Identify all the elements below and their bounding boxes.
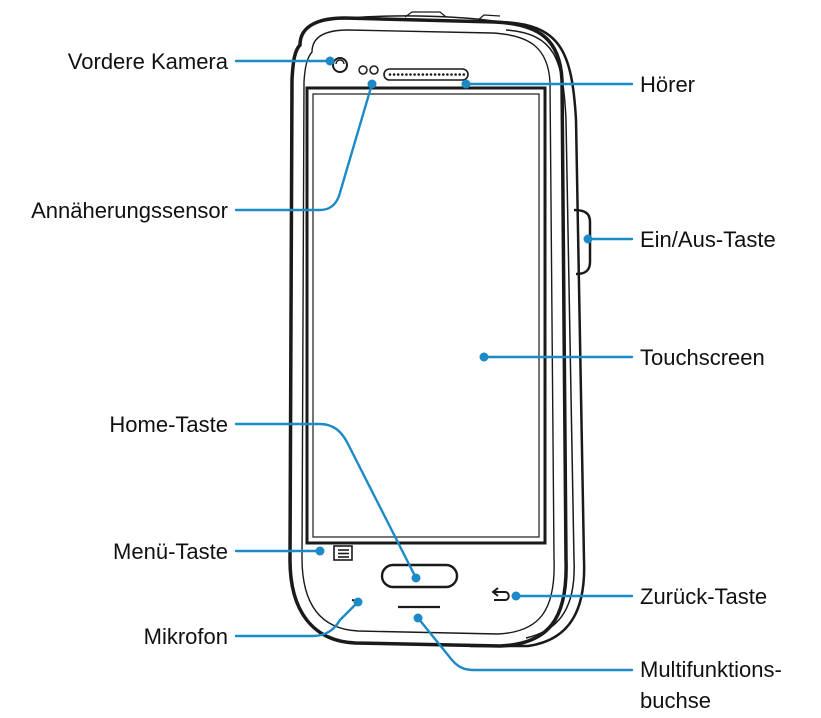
proximity-sensor-left bbox=[358, 65, 368, 75]
phone-top-slot-left bbox=[404, 11, 447, 18]
grille-hole bbox=[446, 73, 449, 76]
phone-front-outline bbox=[288, 16, 568, 648]
label-home-key: Home-Taste bbox=[109, 412, 228, 437]
grille-hole bbox=[462, 73, 466, 76]
phone-bezel-inner bbox=[301, 29, 555, 635]
grille-hole bbox=[429, 73, 433, 76]
leader-dot-back-key bbox=[511, 591, 521, 601]
grille-hole bbox=[409, 73, 412, 76]
leader-dot-front-camera bbox=[325, 56, 335, 66]
label-multipurpose-jack-line1: Multifunktions- bbox=[640, 657, 782, 682]
grille-hole bbox=[417, 73, 421, 76]
grille-hole bbox=[442, 73, 445, 76]
phone-side-edge bbox=[470, 20, 586, 648]
home-key-shape bbox=[380, 563, 459, 589]
grille-hole bbox=[405, 73, 408, 76]
grille-hole bbox=[392, 73, 396, 76]
leader-dot-touchscreen bbox=[479, 352, 489, 362]
grille-hole bbox=[433, 73, 437, 76]
label-proximity-sensor: Annäherungssensor bbox=[31, 198, 228, 223]
phone-body bbox=[288, 11, 592, 648]
back-arrow-icon bbox=[491, 587, 510, 601]
front-camera-glint bbox=[335, 59, 345, 65]
label-microphone: Mikrofon bbox=[144, 624, 228, 649]
label-menu-key: Menü-Taste bbox=[113, 539, 228, 564]
grille-hole bbox=[454, 73, 457, 76]
phone-top-slot-right bbox=[477, 14, 501, 21]
proximity-sensor-right bbox=[369, 65, 379, 75]
earpiece-grille-holes bbox=[388, 73, 466, 76]
labels: Vordere Kamera Annäherungssensor Home-Ta… bbox=[31, 49, 782, 713]
leader-microphone bbox=[234, 600, 360, 638]
leader-proximity-sensor bbox=[234, 82, 374, 212]
label-back-key: Zurück-Taste bbox=[640, 584, 767, 609]
leader-lines bbox=[234, 56, 634, 672]
leader-dot-microphone bbox=[353, 597, 363, 607]
grille-hole bbox=[401, 73, 404, 76]
front-camera-lens bbox=[332, 57, 348, 73]
menu-icon bbox=[333, 545, 353, 561]
grille-hole bbox=[458, 73, 462, 76]
label-earpiece: Hörer bbox=[640, 72, 695, 97]
grille-hole bbox=[425, 73, 429, 76]
leader-home-key bbox=[234, 422, 418, 580]
leader-dot-earpiece bbox=[461, 79, 471, 89]
leader-dot-power-key bbox=[583, 234, 593, 244]
grille-hole bbox=[396, 73, 400, 76]
grille-hole bbox=[413, 73, 416, 76]
grille-hole bbox=[437, 73, 441, 76]
phone-side-inner-edge bbox=[505, 29, 575, 639]
label-multipurpose-jack-line2: buchse bbox=[640, 688, 711, 713]
leader-multipurpose-jack bbox=[416, 616, 634, 672]
label-power-key: Ein/Aus-Taste bbox=[640, 227, 776, 252]
earpiece-grille bbox=[383, 68, 469, 81]
grille-hole bbox=[421, 73, 425, 76]
touchscreen-inner-edge bbox=[312, 93, 540, 538]
leader-dot-menu-key bbox=[315, 546, 325, 556]
leader-dot-home-key bbox=[411, 573, 421, 583]
grille-hole bbox=[450, 73, 453, 76]
leader-dot-multipurpose-jack bbox=[413, 613, 423, 623]
label-front-camera: Vordere Kamera bbox=[68, 49, 229, 74]
touchscreen-area bbox=[305, 86, 547, 545]
leader-dot-proximity-sensor bbox=[367, 79, 377, 89]
label-touchscreen: Touchscreen bbox=[640, 345, 765, 370]
grille-hole bbox=[388, 73, 392, 76]
